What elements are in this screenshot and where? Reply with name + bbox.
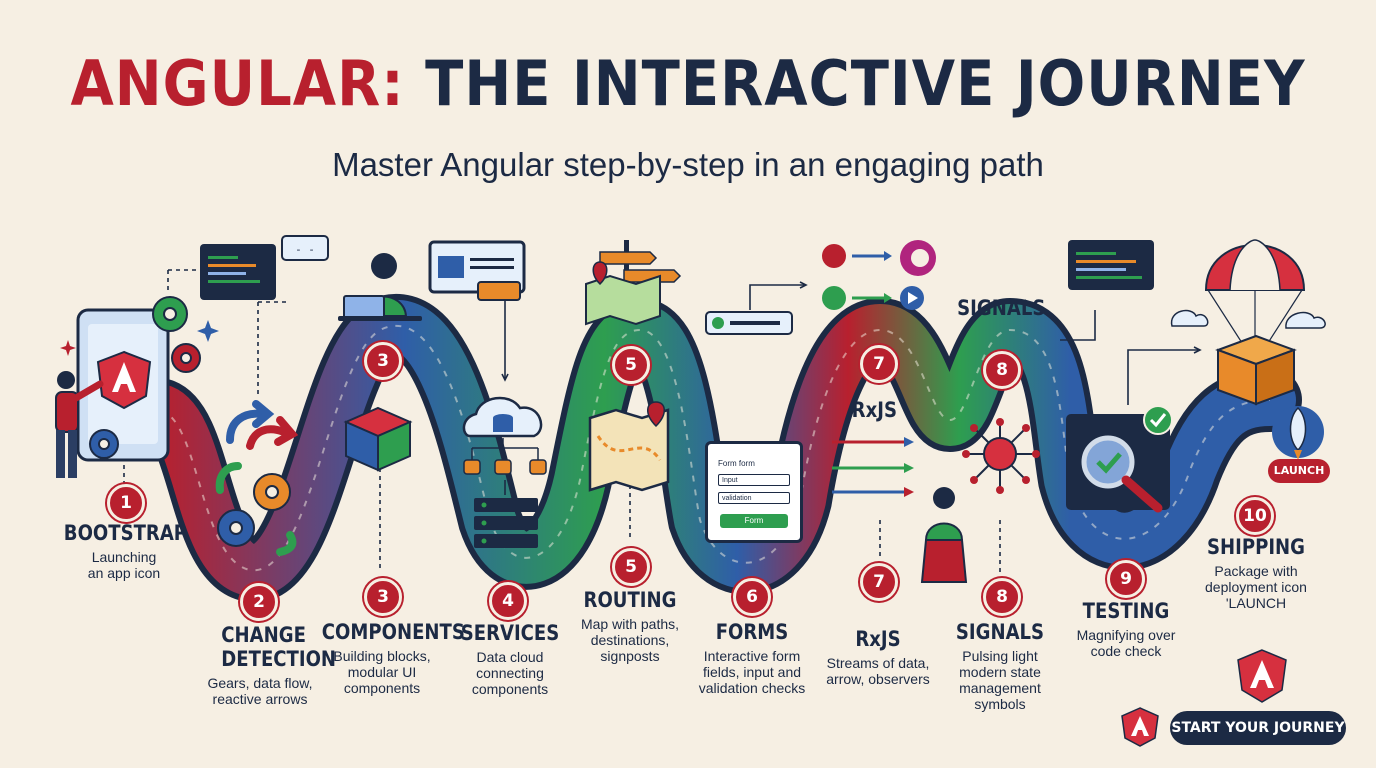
step-label-bootstrap: BOOTSTRAP Launching an app icon bbox=[54, 521, 194, 581]
person-pointing-icon bbox=[55, 371, 104, 478]
gear-icon bbox=[89, 429, 119, 459]
gear-icon bbox=[171, 343, 201, 373]
step-badge-upper: 8 bbox=[983, 351, 1021, 389]
step-name: CHANGE DETECTION bbox=[221, 623, 337, 671]
step-description: Magnifying over code check bbox=[1076, 627, 1176, 659]
laptop-person-icon bbox=[338, 253, 422, 321]
title-journey: THE INTERACTIVE JOURNEY bbox=[425, 48, 1306, 121]
step-description: Pulsing light modern state management sy… bbox=[959, 648, 1041, 712]
step-badge: 4 bbox=[489, 582, 527, 620]
page-title: ANGULAR: THE INTERACTIVE JOURNEY bbox=[0, 48, 1376, 121]
launch-tag: LAUNCH bbox=[1268, 459, 1330, 483]
angular-logo-icon bbox=[1121, 707, 1159, 747]
solid-connectors bbox=[501, 281, 1202, 495]
step-name: ROUTING bbox=[583, 588, 677, 612]
signpost-icon bbox=[599, 240, 682, 320]
step-name: SHIPPING bbox=[1207, 535, 1305, 559]
stream-arrows-icon bbox=[822, 240, 936, 497]
step-badge: 8 bbox=[983, 578, 1021, 616]
step-name: COMPONENTS bbox=[321, 620, 465, 644]
step-badge: 9 bbox=[1107, 560, 1145, 598]
step-badge: 6 bbox=[733, 578, 771, 616]
step-label-forms: FORMS Interactive form fields, input and… bbox=[692, 620, 812, 696]
code-window-icon bbox=[200, 244, 276, 300]
magnifier-check-icon bbox=[1066, 405, 1173, 513]
step-badge: 1 bbox=[107, 484, 145, 522]
step-badge-upper: 5 bbox=[612, 346, 650, 384]
step-label-signals: SIGNALS Pulsing light modern state manag… bbox=[940, 620, 1060, 712]
step-label-change-detection: CHANGE DETECTION Gears, data flow, react… bbox=[190, 623, 337, 707]
angular-logo-icon bbox=[96, 350, 152, 410]
sparkle-icon bbox=[197, 320, 219, 342]
validation-field-icon bbox=[705, 311, 793, 335]
gear-icon bbox=[253, 473, 291, 511]
angular-logo-icon bbox=[1237, 649, 1287, 703]
step-badge: 10 bbox=[1236, 497, 1274, 535]
arrow-icon bbox=[215, 400, 299, 556]
step-badge: 3 bbox=[364, 578, 402, 616]
signals-road-label: SIGNALS bbox=[957, 296, 1046, 320]
step-label-components: COMPONENTS Building blocks, modular UI c… bbox=[312, 620, 465, 696]
step-name: FORMS bbox=[715, 620, 789, 644]
start-journey-button[interactable]: START YOUR JOURNEY bbox=[1170, 711, 1346, 745]
svg-text:- -: - - bbox=[295, 243, 315, 256]
map-icon bbox=[585, 261, 661, 326]
cloud-database-icon bbox=[462, 396, 547, 475]
form-validation-field: validation bbox=[718, 492, 790, 504]
parachute-package-icon bbox=[1204, 239, 1306, 406]
step-badge: 2 bbox=[240, 583, 278, 621]
code-window-icon bbox=[1068, 240, 1154, 290]
form-input-field: Input bbox=[718, 474, 790, 486]
step-description: Gears, data flow, reactive arrows bbox=[207, 675, 313, 707]
signal-burst-icon bbox=[962, 418, 1040, 494]
step-name: SERVICES bbox=[460, 621, 560, 645]
page-subtitle: Master Angular step-by-step in an engagi… bbox=[332, 146, 1044, 183]
step-description: Building blocks, modular UI components bbox=[333, 648, 431, 696]
title-angular: ANGULAR: bbox=[70, 48, 405, 121]
step-description: Package with deployment icon 'LAUNCH bbox=[1205, 563, 1307, 611]
step-badge: 5 bbox=[612, 548, 650, 586]
person-presenting-icon bbox=[920, 487, 968, 583]
road-centerline bbox=[159, 324, 1271, 572]
step-description: Streams of data, arrow, observers bbox=[826, 655, 930, 687]
step-description: Interactive form fields, input and valid… bbox=[698, 648, 806, 696]
step-name: SIGNALS bbox=[955, 620, 1045, 644]
gear-icon bbox=[217, 509, 255, 547]
cube-icon bbox=[343, 406, 413, 472]
step-label-rxjs: RxJS Streams of data, arrow, observers bbox=[816, 627, 940, 687]
rxjs-road-label: RxJS bbox=[851, 398, 897, 422]
map-icon bbox=[588, 401, 670, 492]
step-description: Data cloud connecting components bbox=[471, 649, 549, 697]
step-label-services: SERVICES Data cloud connecting component… bbox=[450, 621, 570, 697]
step-name: BOOTSTRAP bbox=[63, 521, 188, 545]
form-submit-button: Form bbox=[720, 514, 788, 528]
step-description: Launching an app icon bbox=[87, 549, 161, 581]
server-icon bbox=[474, 498, 538, 548]
step-badge: 7 bbox=[860, 563, 898, 601]
step-badge-upper: 7 bbox=[860, 345, 898, 383]
cloud-icon bbox=[1170, 309, 1326, 329]
step-label-routing: ROUTING Map with paths, destinations, si… bbox=[570, 588, 690, 664]
step-label-shipping: SHIPPING Package with deployment icon 'L… bbox=[1196, 535, 1316, 611]
step-badge-upper: 3 bbox=[364, 342, 402, 380]
step-name: RxJS bbox=[855, 627, 901, 651]
browser-window-icon bbox=[428, 240, 526, 301]
gear-icon bbox=[152, 296, 188, 332]
form-icon: Form form Input validation Form bbox=[705, 441, 803, 543]
code-snippet-icon: - - bbox=[281, 235, 329, 261]
rocket-icon bbox=[1272, 406, 1324, 460]
sparkle-icon bbox=[60, 340, 76, 356]
step-description: Map with paths, destinations, signposts bbox=[580, 616, 680, 664]
step-name: TESTING bbox=[1082, 599, 1170, 623]
form-title: Form form bbox=[718, 459, 755, 468]
step-label-testing: TESTING Magnifying over code check bbox=[1066, 599, 1186, 659]
